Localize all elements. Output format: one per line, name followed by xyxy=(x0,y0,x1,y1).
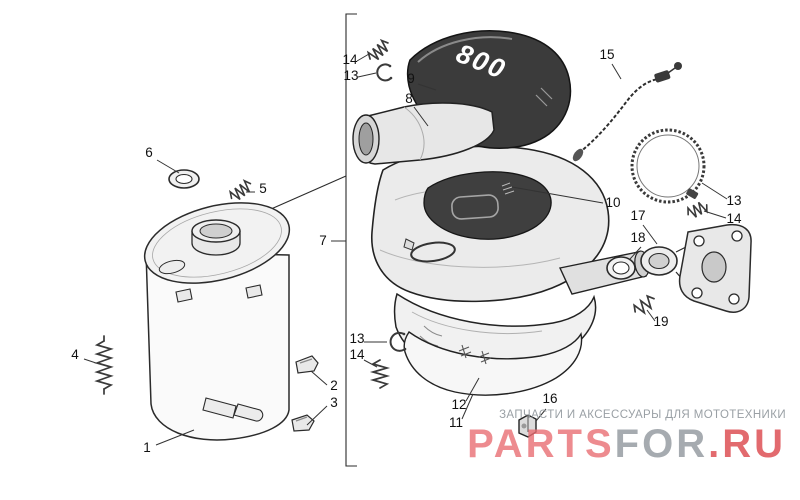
muffler-vent xyxy=(158,259,186,275)
muffler xyxy=(143,202,291,441)
leader-line xyxy=(413,106,429,127)
callout-4: 4 xyxy=(71,347,79,362)
clamp-band-13 xyxy=(630,128,706,204)
leader-line xyxy=(306,405,328,426)
leader-line xyxy=(629,246,642,260)
leader-line xyxy=(357,72,377,78)
callout-11: 11 xyxy=(449,415,463,430)
callout-10: 10 xyxy=(605,195,620,210)
pipe-logo-mark xyxy=(501,182,515,195)
callout-6: 6 xyxy=(145,145,153,160)
leader-line xyxy=(703,210,727,219)
pipe-collar-tab xyxy=(403,238,415,251)
leader-line xyxy=(310,370,328,386)
callout-7: 7 xyxy=(319,233,327,248)
spring-5 xyxy=(229,179,252,201)
callout-14: 14 xyxy=(349,347,365,362)
leader-line xyxy=(156,159,180,174)
callout-18: 18 xyxy=(630,230,645,245)
spring-19 xyxy=(633,294,655,315)
spring-14-top xyxy=(366,38,389,61)
cable-15 xyxy=(572,62,682,162)
muffler-bottom-strap xyxy=(202,397,237,419)
main-pipe xyxy=(371,145,610,303)
pipe-collar-clamp xyxy=(410,241,456,263)
leader-line xyxy=(417,83,437,91)
bracket-3 xyxy=(291,414,315,432)
pipe-emblem xyxy=(451,194,499,220)
shield-hatch-marks xyxy=(458,344,492,365)
callout-3: 3 xyxy=(330,395,338,410)
callout-13: 13 xyxy=(349,331,364,346)
callout-14: 14 xyxy=(726,211,742,226)
callout-8: 8 xyxy=(405,91,413,106)
leader-line xyxy=(611,63,622,80)
pipe-dark-inset xyxy=(423,171,552,240)
spring-14-right xyxy=(687,201,708,218)
leader-line xyxy=(701,182,728,200)
lower-shield-11 xyxy=(403,331,583,396)
muffler-opening xyxy=(191,219,241,256)
callout-16: 16 xyxy=(542,391,557,406)
callout-15: 15 xyxy=(599,47,614,62)
callout-1: 1 xyxy=(143,440,151,455)
spring-14-bottom xyxy=(369,359,391,389)
muffler-bottom-hook xyxy=(233,403,264,422)
callout-2: 2 xyxy=(330,378,338,393)
leader-line xyxy=(465,377,480,402)
callout-5: 5 xyxy=(259,181,267,196)
inlet-duct xyxy=(352,102,495,165)
gasket-ring-6 xyxy=(168,169,200,189)
leader-line xyxy=(155,429,195,446)
spring-4 xyxy=(94,335,114,395)
callout-19: 19 xyxy=(653,314,668,329)
bracket-2 xyxy=(295,355,319,374)
leader-line xyxy=(356,53,370,62)
callout-17: 17 xyxy=(630,208,645,223)
callout-9: 9 xyxy=(407,71,415,86)
callout-12: 12 xyxy=(451,397,466,412)
leader-line xyxy=(83,358,97,364)
leader-line xyxy=(461,393,474,420)
leader-line xyxy=(363,359,378,368)
callout-13: 13 xyxy=(343,68,358,83)
assembly-bracket-7 xyxy=(261,13,357,467)
clip-13-top xyxy=(376,63,393,82)
clevis-16 xyxy=(518,414,537,438)
leader-line xyxy=(642,224,658,245)
clip-13-bottom xyxy=(389,331,407,352)
leader-line xyxy=(511,186,604,204)
shield-vents xyxy=(535,87,553,107)
mount-plate xyxy=(678,223,752,313)
leader-line xyxy=(535,408,547,422)
muffler-clip-front-right xyxy=(245,284,263,299)
muffler-clip-front-left xyxy=(175,288,193,303)
gasket-18 xyxy=(606,256,636,280)
callout-13: 13 xyxy=(726,193,741,208)
leader-line xyxy=(646,309,656,322)
callout-14: 14 xyxy=(342,52,358,67)
